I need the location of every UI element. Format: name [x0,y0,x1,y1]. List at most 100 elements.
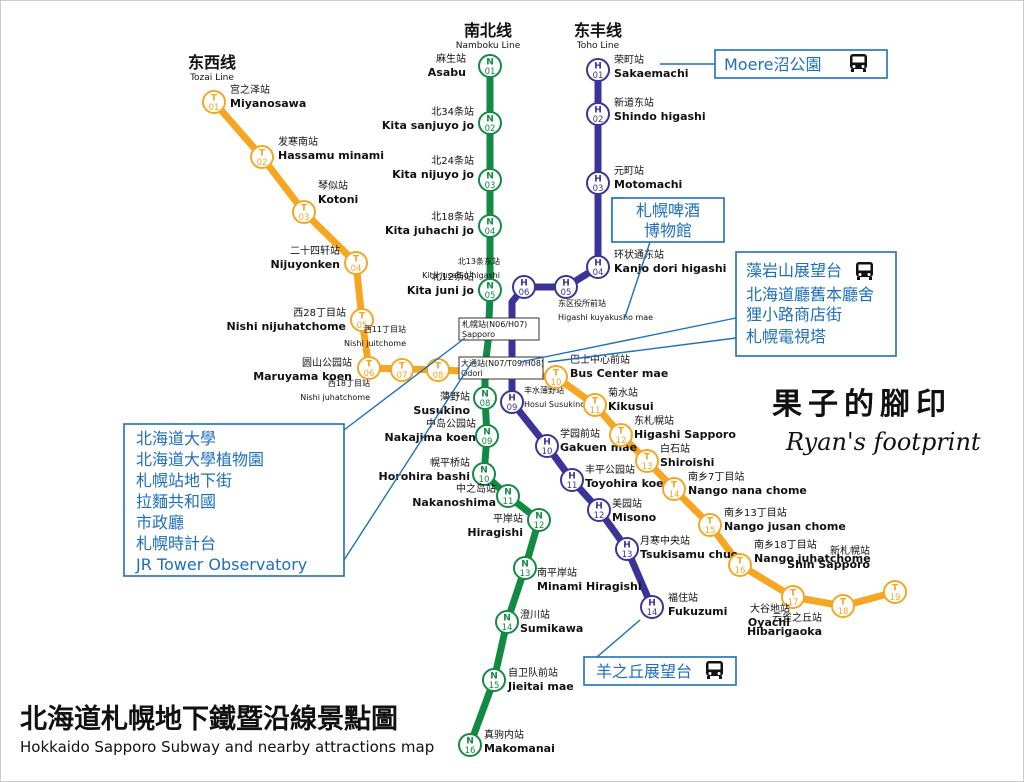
station-marker [587,498,611,522]
station-name-zh: 北24条站 [431,154,474,167]
station-number: 01 [209,103,220,113]
station-marker [250,145,274,169]
station-marker [478,54,502,78]
station-marker [478,111,502,135]
station-line-letter: H [595,502,603,512]
station-name-zh: 西11丁目站 [364,324,406,334]
station-name-zh: 新札幌站 [830,544,870,557]
attraction-hitsujigaoka[interactable]: 羊之丘展望台 [583,656,737,686]
station-marker [500,390,524,414]
station-line-letter: N [481,390,489,400]
station-line-letter: H [562,279,570,289]
attraction-beer-museum[interactable]: 札幌啤酒 博物館 [611,197,725,243]
station-line-letter: N [535,512,543,522]
station-number: 14 [502,623,513,633]
station-line-letter: T [259,149,266,159]
attraction-moere[interactable]: Moere沼公園 [714,49,888,79]
transfer-odori[interactable]: 大通站(N07/T09/H08) Odori [458,356,544,380]
station-number: 07 [397,371,408,381]
station-marker [513,556,537,580]
map-title: 北海道札幌地下鐵暨沿線景點圖 Hokkaido Sapporo Subway a… [20,703,434,756]
station-line-letter: T [737,557,744,567]
station-name-zh: 北18条站 [431,210,474,223]
station-name-en: Nishi juhatchome [300,393,370,402]
attraction-moiwa-group[interactable]: 藻岩山展望台 北海道廳舊本廳舍 狸小路商店街 札幌電視塔 [735,251,897,357]
station-line-letter: N [504,488,512,498]
station-name-en: Asabu [428,66,466,79]
station-name-zh: 南乡18丁目站 [754,538,817,551]
station-number: 03 [299,213,310,223]
station-marker [883,580,907,604]
attraction-sapporo-group[interactable]: 北海道大學 北海道大學植物園 札幌站地下街 拉麵共和國 市政廳 札幌時計台 JR… [123,423,345,577]
station-line-letter: H [594,62,602,72]
station-name-zh: 东区役所前站 [558,298,606,308]
station-marker [583,393,607,417]
station-number: 13 [520,569,531,579]
station-marker [586,58,610,82]
station-marker [475,424,499,448]
station-line-letter: T [359,312,366,322]
station-marker [781,585,805,609]
station-marker [586,102,610,126]
station-name-zh: 东札幌站 [634,414,674,427]
station-line-letter: N [490,672,498,682]
station-marker [586,171,610,195]
odori-station-zh: 大通站(N07/T09/H08) [461,358,544,368]
odori-station-en: Odori [461,369,483,378]
station-name-zh: 环状通东站 [614,248,664,261]
station-name-zh: 巴士中心前站 [570,353,630,366]
station-marker [586,255,610,279]
station-line-letter: T [790,589,797,599]
station-name-zh: 福住站 [668,591,698,604]
transfer-sapporo[interactable]: 札幌站(N06/H07) Sapporo [458,317,540,341]
station-marker [662,477,686,501]
sapporo-station-box [458,317,540,341]
station-number: 02 [257,158,268,168]
title-zh: 北海道札幌地下鐵暨沿線景點圖 [20,703,398,735]
station-name-zh: 幌平桥站 [430,456,470,469]
station-name-zh: 西18丁目站 [328,378,370,388]
